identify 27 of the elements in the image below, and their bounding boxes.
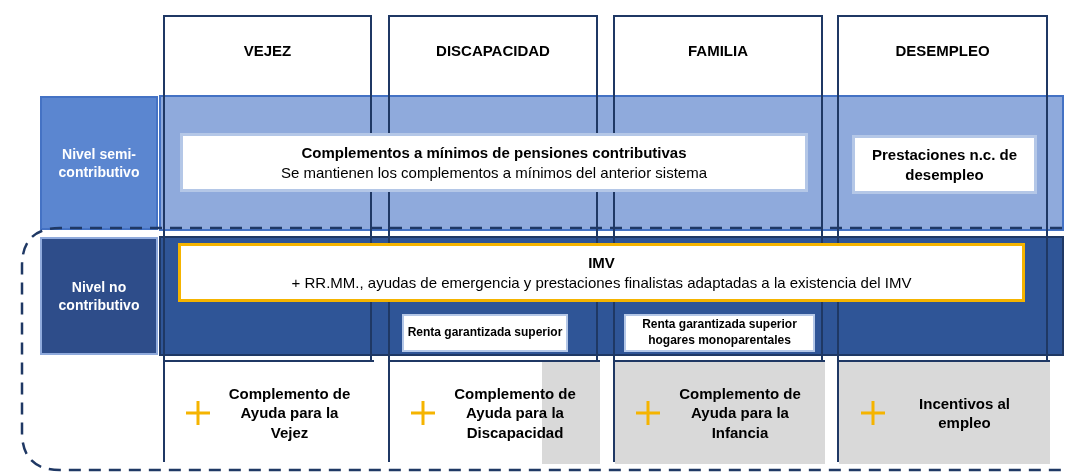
benefit-box	[180, 133, 808, 192]
box-label: Complemento de Ayuda para la Discapacidad	[453, 383, 577, 443]
benefit-cell	[839, 360, 1050, 464]
box-description: + RR.MM., ayudas de emergencia y prestaciones finalistas adaptadas a la existencia del IMV	[291, 272, 912, 292]
column-heading: VEJEZ	[243, 41, 292, 61]
box-heading: Complementos a mínimos de pensiones contributivas	[301, 143, 687, 163]
benefit-box	[624, 314, 815, 352]
box-heading: IMV	[588, 253, 615, 273]
box-label: Nivel semi-contributivo	[57, 144, 141, 182]
box-label: Renta garantizada superior	[407, 325, 563, 341]
benefit-cell	[390, 360, 600, 464]
box-label: Complemento de Ayuda para la Infancia	[678, 383, 802, 443]
column-heading: DESEMPLEO	[895, 41, 990, 61]
box-label: Complemento de Ayuda para la Vejez	[227, 383, 352, 443]
benefit-box	[852, 135, 1037, 194]
column-heading: FAMILIA	[688, 41, 748, 61]
benefit-box	[402, 314, 568, 352]
level-label-box	[40, 237, 158, 355]
box-label: Prestaciones n.c. de desempleo	[870, 145, 1019, 184]
box-label: Incentivos al empleo	[918, 393, 1011, 433]
benefit-cell	[615, 360, 825, 464]
box-description: Se mantienen los complementos a mínimos del anterior sistema	[281, 162, 707, 182]
benefit-box	[178, 243, 1025, 302]
box-label: Renta garantizada superior hogares monoparentales	[641, 317, 798, 349]
column-heading: DISCAPACIDAD	[436, 41, 550, 61]
box-label: Nivel no contributivo	[57, 277, 141, 315]
level-label-box	[40, 96, 158, 230]
